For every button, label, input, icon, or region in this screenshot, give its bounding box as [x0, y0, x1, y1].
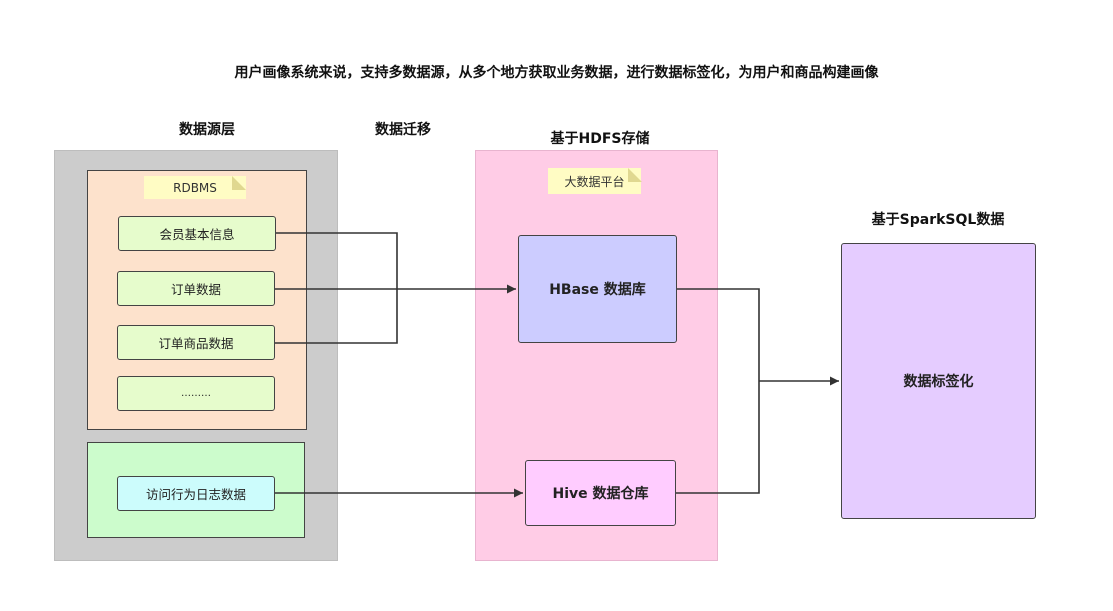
access-log-box: 访问行为日志数据 — [117, 476, 275, 511]
sparksql-label: 基于SparkSQL数据 — [871, 212, 1005, 228]
member-info-label: 会员基本信息 — [159, 227, 235, 242]
hbase-label: HBase 数据库 — [549, 282, 646, 298]
platform-merge-connector — [676, 288, 760, 494]
migration-label: 数据迁移 — [375, 122, 431, 138]
rdbms-note: RDBMS — [144, 176, 246, 199]
platform-note-label: 大数据平台 — [564, 174, 625, 189]
hive-box: Hive 数据仓库 — [525, 460, 676, 526]
order-data-box: 订单数据 — [117, 271, 275, 306]
more-items-box: ……… — [117, 376, 275, 411]
order-data-label: 订单数据 — [170, 282, 221, 297]
source-layer-label: 数据源层 — [179, 122, 235, 138]
order-goods-box: 订单商品数据 — [117, 325, 275, 360]
platform-note: 大数据平台 — [548, 168, 641, 194]
more-items-label: ……… — [181, 388, 211, 399]
member-connector — [276, 232, 398, 289]
order-goods-label: 订单商品数据 — [158, 336, 234, 351]
tagging-box: 数据标签化 — [841, 243, 1036, 519]
order-goods-connector — [275, 289, 398, 344]
note-fold-icon — [232, 176, 246, 190]
rdbms-note-label: RDBMS — [173, 180, 217, 195]
tagging-label: 数据标签化 — [903, 374, 974, 390]
hdfs-label: 基于HDFS存储 — [550, 131, 650, 147]
diagram-title: 用户画像系统来说，支持多数据源，从多个地方获取业务数据，进行数据标签化，为用户和… — [234, 65, 879, 81]
hive-label: Hive 数据仓库 — [552, 486, 649, 502]
note-fold-icon — [628, 168, 642, 182]
access-log-label: 访问行为日志数据 — [145, 487, 246, 502]
member-info-box: 会员基本信息 — [118, 216, 276, 251]
hbase-box: HBase 数据库 — [518, 235, 677, 343]
